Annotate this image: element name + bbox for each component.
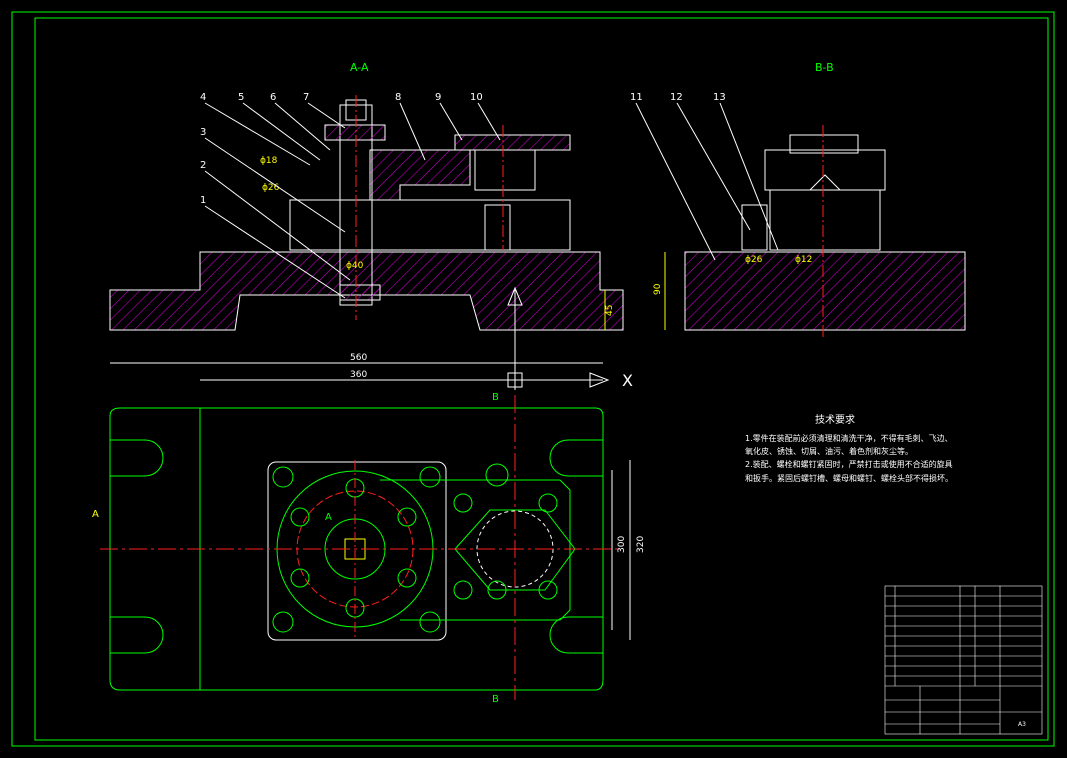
leader-8 [399,102,426,161]
washer-top [324,124,386,141]
fit-1: ϕ18 [260,156,278,166]
leader-12 [676,102,751,231]
section-marker-left: A [92,509,99,520]
balloon-7: 7 [303,92,309,103]
base-plate-bb [684,251,966,331]
bushing-block [474,149,536,191]
balloon-12: 12 [670,92,683,103]
section-bb-title: B-B [815,61,834,74]
section-marker-b-top: B [492,392,499,403]
vblock-top [789,134,859,154]
balloon-8: 8 [395,92,401,103]
clamp-arm [369,149,471,201]
section-aa-title: A-A [350,61,369,74]
balloon-1: 1 [200,195,206,206]
fixture-plate [267,461,447,641]
tech-title: 技术要求 [815,413,855,426]
pillar [484,204,511,251]
leader-1 [204,205,346,299]
section-marker-a: A [325,512,332,523]
dim-360: 360 [350,370,367,380]
leader-2 [204,170,351,281]
leader-10 [477,102,501,141]
housing-10 [454,134,571,151]
section-aa-view: A-A 45 ϕ18 ϕ26 ϕ40 [109,61,624,331]
balloon-10: 10 [470,92,483,103]
balloon-5: 5 [238,92,244,103]
support-block [289,199,571,251]
balloon-6: 6 [270,92,276,103]
balloon-4: 4 [200,92,206,103]
origin-marker [507,372,523,388]
fit-3: ϕ40 [346,261,364,271]
leader-9 [439,102,463,141]
vblock-body [764,149,886,191]
fit-4: ϕ26 [745,255,763,265]
tech-line-2: 氧化皮、锈蚀、切屑、油污、着色剂和灰尘等。 [745,446,913,456]
technical-requirements: 技术要求 1.零件在装配前必须清理和清洗干净，不得有毛刺、飞边、 氧化皮、锈蚀、… [745,413,953,483]
title-block [884,585,1043,735]
dim-height-aa: 45 [605,305,615,316]
u-slots [110,439,603,654]
leader-13 [719,102,779,251]
y-arrow [507,286,523,306]
dim-height-bb: 90 [653,283,663,295]
sheet-size: A3 [1018,721,1026,728]
tech-line-1: 1.零件在装配前必须清理和清洗干净，不得有毛刺、飞边、 [745,433,953,443]
dim-320: 320 [636,536,646,553]
inner-frame [34,17,1049,741]
tech-line-4: 和扳手。紧固后螺钉槽、螺母和螺钉、螺栓头部不得损坏。 [745,473,953,483]
dim-560: 560 [350,353,367,363]
plan-view: 560 360 X [92,286,646,705]
leader-5 [242,102,321,161]
leader-6 [274,102,331,151]
outer-frame [11,11,1055,747]
vblock-support [769,190,881,251]
axis-x-label: X [622,371,633,390]
vee [808,174,842,191]
balloon-3: 3 [200,127,206,138]
dim-300: 300 [617,536,627,553]
leader-7 [307,102,346,129]
nut-bottom [339,284,381,301]
section-bb-view: B-B 90 ϕ26 ϕ12 11 12 13 [630,61,966,340]
section-marker-b-bottom: B [492,694,499,705]
balloon-9: 9 [435,92,441,103]
x-arrow [589,372,610,388]
balloon-2: 2 [200,160,206,171]
balloon-13: 13 [713,92,726,103]
fit-5: ϕ12 [795,255,812,265]
tech-line-3: 2.装配、螺栓和螺钉紧固时，严禁打击或使用不合适的旋具 [745,459,953,469]
clamp-body-plan [380,479,571,621]
bolt-holes [272,463,558,633]
clamp-post [741,204,768,251]
fit-2: ϕ26 [262,183,280,193]
balloon-11: 11 [630,92,643,103]
plan-base-outline [109,407,604,691]
leader-3 [204,137,346,233]
leader-4 [204,102,311,166]
leader-11 [635,102,716,261]
balloons-aa: 4 5 6 7 8 9 10 3 2 1 [200,92,501,299]
